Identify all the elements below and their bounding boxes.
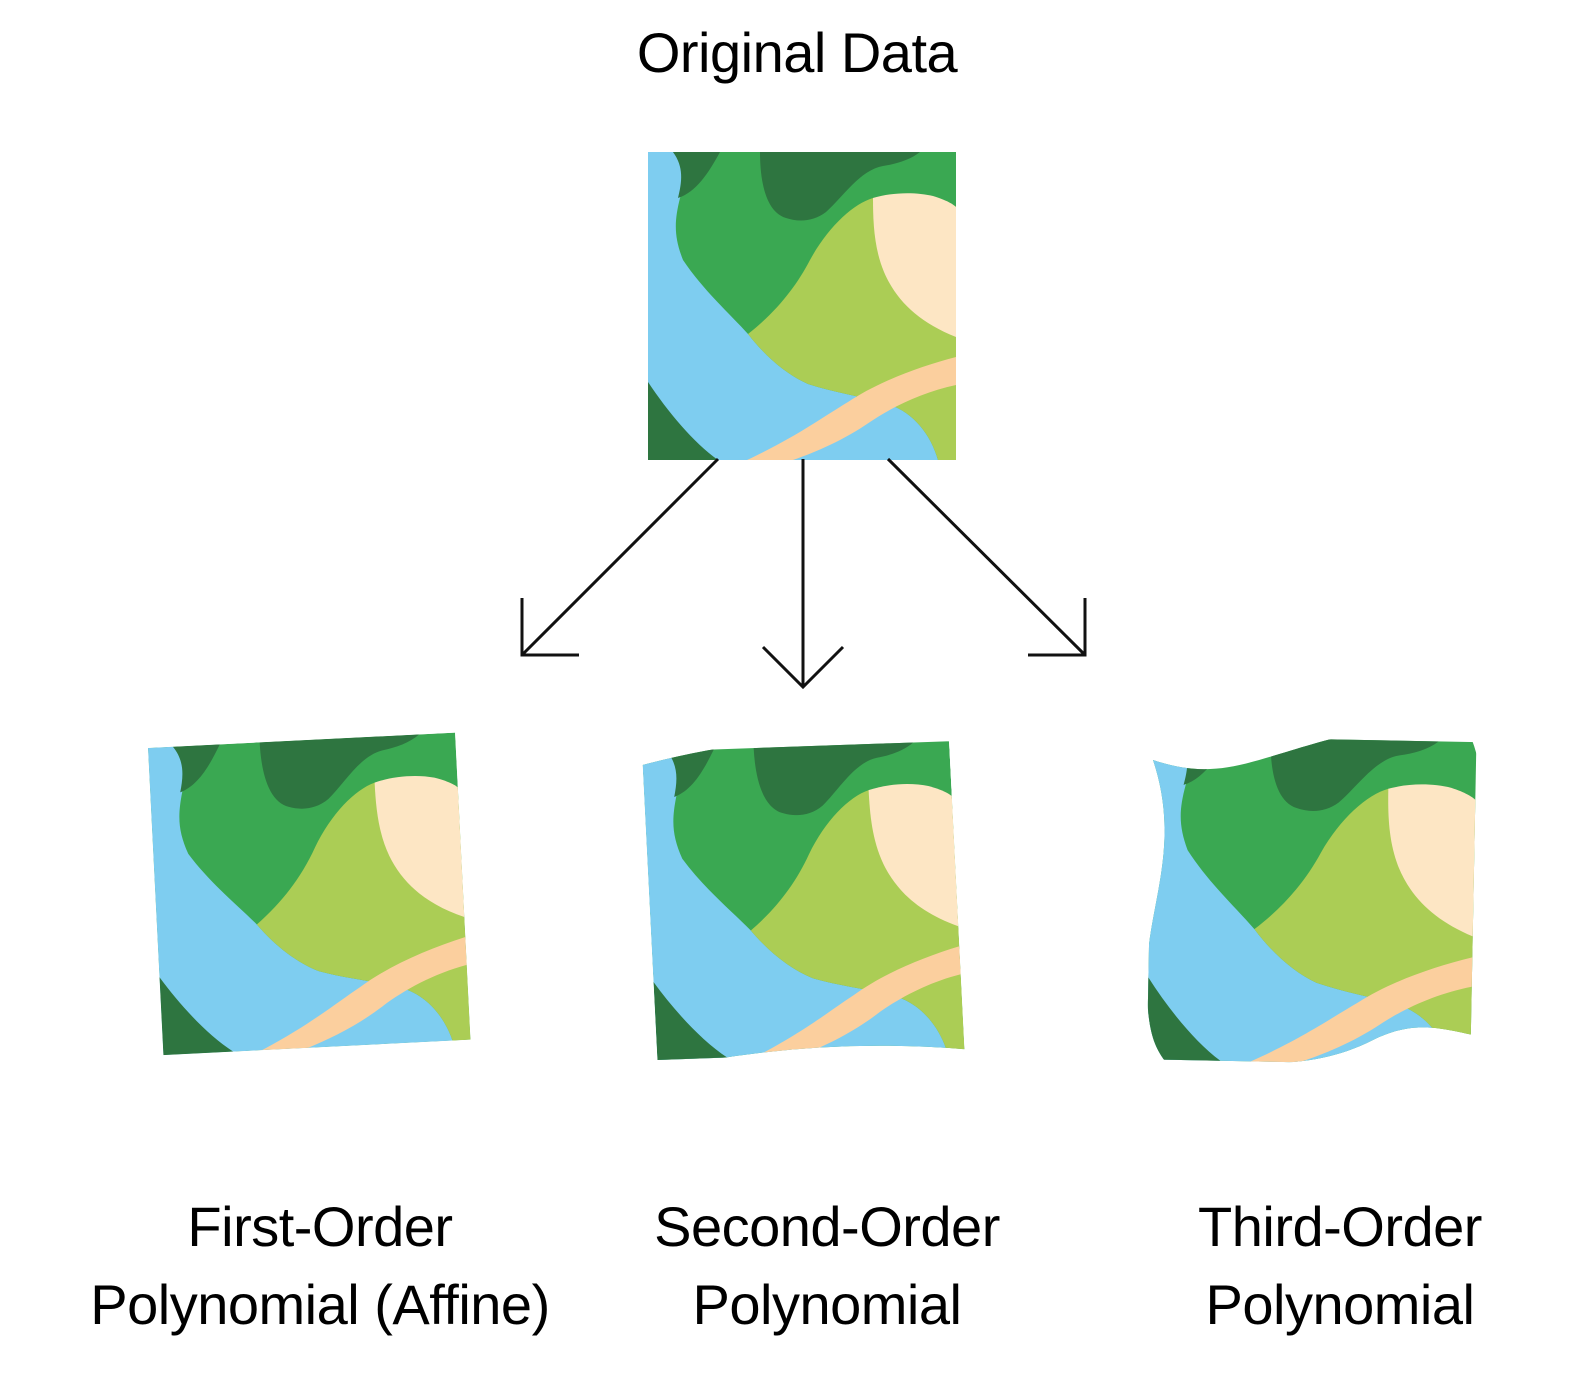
arrow-to-third-order bbox=[886, 457, 1087, 657]
arrow-to-second-order bbox=[761, 459, 845, 690]
second-order-map bbox=[642, 741, 965, 1060]
third-order-map bbox=[1146, 736, 1477, 1066]
label-first-order: First-Order Polynomial (Affine) bbox=[90, 1195, 550, 1336]
first-order-map bbox=[148, 732, 471, 1056]
original-map bbox=[648, 152, 956, 460]
label-third-order: Third-Order Polynomial bbox=[1198, 1195, 1482, 1336]
label-second-order: Second-Order Polynomial bbox=[654, 1195, 1000, 1336]
arrows bbox=[520, 457, 1087, 690]
title-original-data: Original Data bbox=[636, 21, 958, 84]
arrow-to-first-order bbox=[520, 457, 720, 657]
